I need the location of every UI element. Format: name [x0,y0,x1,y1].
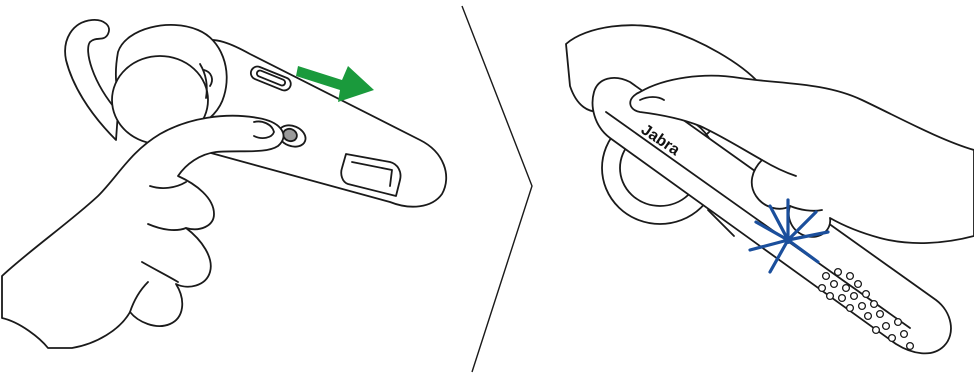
left-panel [1,19,447,349]
panel-divider [461,5,533,373]
right-panel: Jabra [565,24,974,355]
ear-hook [64,19,119,141]
right-finger-lines [639,96,823,212]
led-indicator [784,236,792,244]
led-flash-burst [748,198,830,274]
ear-gel-detail [199,63,213,99]
slide-direction-arrow [296,66,374,102]
left-hand [1,114,285,349]
fingernail [253,120,275,139]
side-button [707,209,735,237]
answer-button [340,153,402,197]
right-hand-front [629,74,974,244]
speaker-grill [817,267,915,351]
finger-lines [129,181,187,313]
